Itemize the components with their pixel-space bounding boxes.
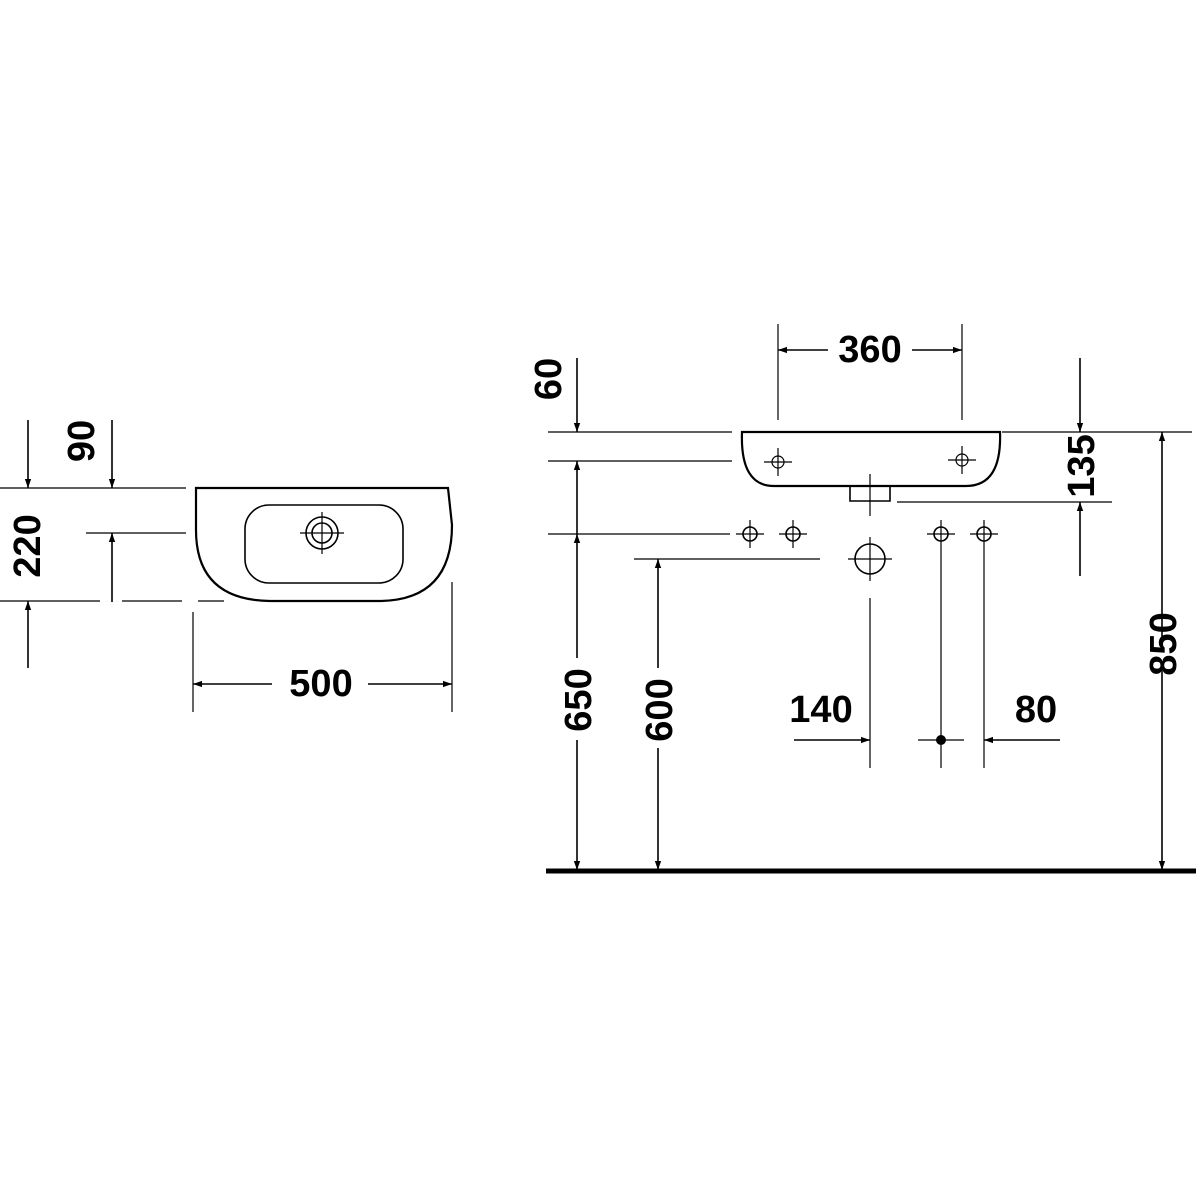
dim-label-650: 650	[558, 668, 600, 731]
dim-label-60: 60	[528, 358, 570, 400]
dim-label-135: 135	[1061, 434, 1103, 497]
dim-label-140: 140	[789, 689, 852, 731]
dim-label-360: 360	[838, 329, 901, 371]
top-view: 90 220 500	[0, 420, 454, 712]
basin-top-outline	[194, 486, 454, 603]
supply-connection-icon	[970, 520, 998, 548]
basin-front-outline	[740, 430, 1002, 488]
dim-label-500: 500	[289, 663, 352, 705]
dim-label-80: 80	[1015, 689, 1057, 731]
tap-hole-left-icon	[764, 448, 792, 476]
drain-icon	[300, 512, 344, 554]
dim-label-600: 600	[639, 678, 681, 741]
waste-connection-icon	[848, 537, 892, 581]
bowl-outline	[244, 504, 404, 584]
supply-connection-icon	[927, 520, 955, 548]
front-view: 360 60 135 850 650 600 140 80	[528, 324, 1196, 874]
tap-hole-right-icon	[948, 446, 976, 474]
supply-connection-icon	[736, 520, 764, 548]
dim-label-90: 90	[61, 420, 103, 462]
dim-point	[936, 735, 946, 745]
supply-connection-icon	[779, 520, 807, 548]
dim-label-850: 850	[1143, 612, 1185, 675]
dim-label-220: 220	[7, 514, 49, 577]
